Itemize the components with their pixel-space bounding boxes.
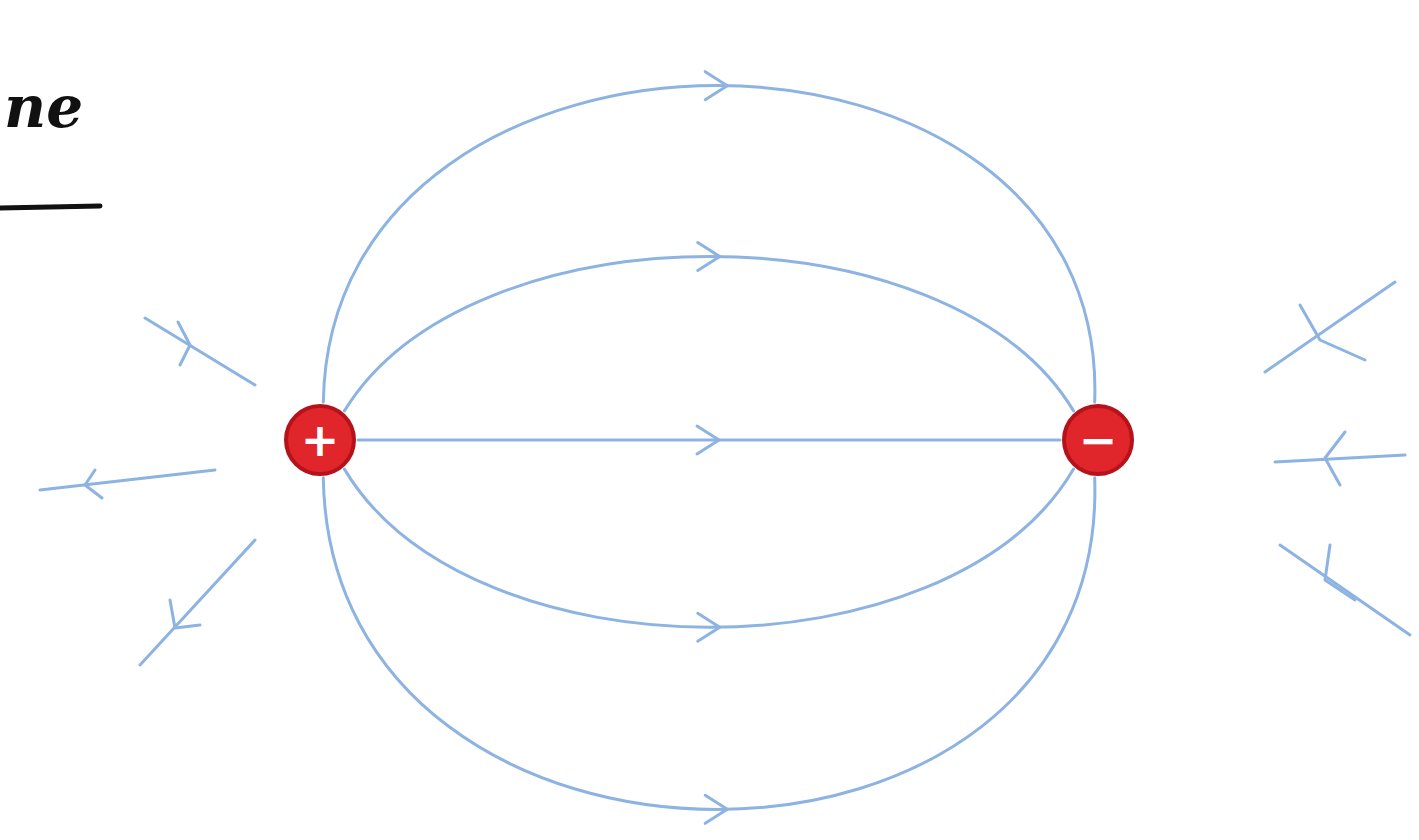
title-underline [0, 206, 100, 208]
charge-sign: + [282, 402, 358, 478]
charge-circle: − [1060, 402, 1136, 478]
field-line [323, 478, 1095, 823]
arrow-head [698, 243, 720, 271]
outward-field-line [145, 318, 255, 385]
arrow-head [697, 426, 719, 454]
heading-text: ne [4, 78, 83, 136]
field-line-path [344, 256, 1073, 410]
charge-circle: + [282, 402, 358, 478]
field-line-path [323, 86, 1095, 403]
arrow-head [705, 795, 727, 823]
field-line [358, 426, 1060, 454]
field-line-path [358, 439, 1060, 442]
field-line [323, 72, 1095, 402]
field-line [344, 243, 1073, 411]
field-line-path [323, 478, 1095, 810]
inward-field-line [1265, 282, 1395, 372]
inward-field-line [1280, 545, 1410, 635]
outward-field-line [40, 470, 215, 498]
charge-sign: − [1060, 402, 1136, 478]
inward-field-line [1275, 432, 1405, 485]
outward-field-line [140, 540, 255, 665]
arrow-head [705, 72, 727, 100]
arrow-head [698, 613, 720, 641]
field-line-path [344, 469, 1073, 627]
field-line [344, 469, 1073, 641]
